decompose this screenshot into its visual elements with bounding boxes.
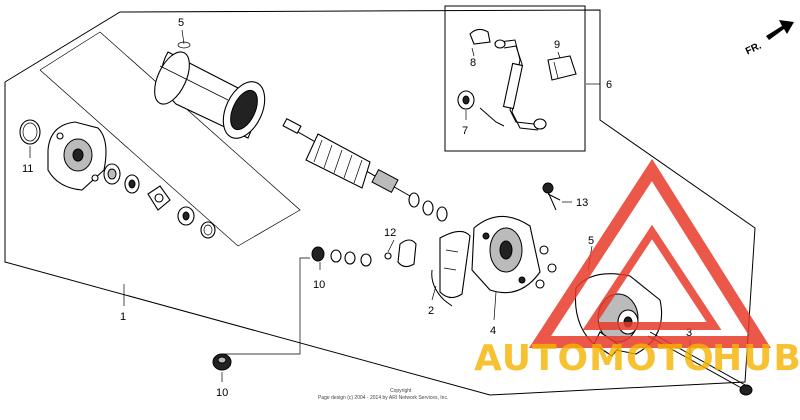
rubber-boot <box>547 55 577 81</box>
watermark-text-hub: HUB <box>712 338 800 379</box>
bolt <box>542 182 561 211</box>
terminal-nut <box>311 246 325 262</box>
front-cover <box>47 121 107 191</box>
assembly-frame <box>4 9 756 396</box>
copyright-line2: Page design (c) 2004 - 2014 by ARI Netwo… <box>318 395 448 401</box>
brush-nut <box>535 279 545 289</box>
watermark-text-automoto: AUTOMOTO <box>474 338 715 379</box>
callout-7: 7 <box>462 125 468 137</box>
lock-washer <box>147 185 171 211</box>
terminal-cap <box>469 28 491 45</box>
small-washer <box>384 252 392 260</box>
brush-nut <box>547 263 557 273</box>
flange-nut <box>212 353 232 371</box>
watermark-logo <box>528 158 771 348</box>
terminal-nut <box>457 90 475 110</box>
washer <box>330 249 342 263</box>
battery-cable <box>479 39 547 131</box>
washer <box>436 206 448 222</box>
armature <box>282 117 411 197</box>
callout-10: 10 <box>216 387 228 399</box>
brush-plate <box>431 230 471 307</box>
washer <box>408 192 420 208</box>
callout-6: 6 <box>606 79 612 91</box>
copyright-line1: Copyright <box>390 388 412 394</box>
brush-holder <box>471 215 541 294</box>
bearing <box>103 163 121 185</box>
cable-kit-frame <box>444 5 586 152</box>
callout-9: 9 <box>554 39 560 51</box>
washer <box>344 251 356 265</box>
front-direction-label: FR. <box>744 40 763 57</box>
callout-3: 3 <box>686 327 692 339</box>
callout-4: 4 <box>490 325 496 337</box>
brush-spring <box>397 239 417 268</box>
callout-10: 10 <box>313 279 325 291</box>
callout-13: 13 <box>576 197 588 209</box>
front-direction-arrow <box>766 20 794 40</box>
washer <box>360 253 372 267</box>
callout-12: 12 <box>384 227 396 239</box>
motor-yoke <box>154 41 266 139</box>
callout-1: 1 <box>120 311 126 323</box>
callout-2: 2 <box>428 305 434 317</box>
callout-5: 5 <box>588 235 594 247</box>
callout-11: 11 <box>22 163 33 175</box>
motor-subframe <box>39 31 301 247</box>
callout-5: 5 <box>178 17 184 29</box>
brush-nut <box>539 245 549 255</box>
washer <box>200 221 216 239</box>
callout-8: 8 <box>470 57 476 69</box>
washer <box>422 200 434 216</box>
